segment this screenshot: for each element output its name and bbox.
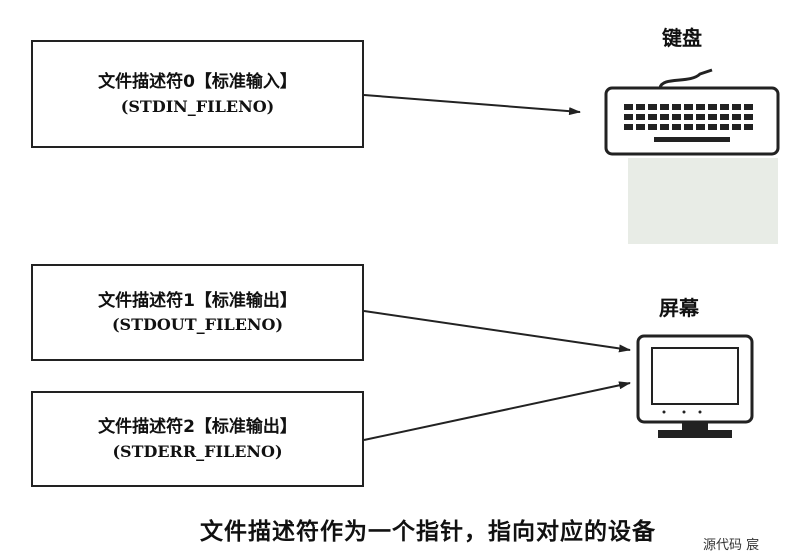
monitor-icon: [636, 334, 754, 438]
fd2-title: 文件描述符2【标准输出】: [98, 417, 297, 438]
fd1-stdout-box: 文件描述符1【标准输出】 (STDOUT_FILENO): [31, 264, 364, 361]
fd1-constant: (STDOUT_FILENO): [111, 315, 284, 335]
diagram-caption: 文件描述符作为一个指针，指向对应的设备: [200, 519, 656, 545]
fd2-constant: (STDERR_FILENO): [112, 441, 283, 461]
arrow-stderr-to-screen: [363, 381, 631, 441]
arrow-stdout-to-screen: [363, 310, 631, 353]
keyboard-icon: [604, 68, 780, 244]
fd0-title: 文件描述符0【标准输入】: [98, 72, 297, 93]
fd2-stderr-box: 文件描述符2【标准输出】 (STDERR_FILENO): [31, 391, 364, 487]
fd0-stdin-box: 文件描述符0【标准输入】 (STDIN_FILENO): [31, 40, 364, 148]
screen-label: 屏幕: [659, 296, 699, 320]
keyboard-label: 键盘: [662, 26, 702, 50]
watermark: 源代码 宸: [703, 538, 760, 553]
fd1-title: 文件描述符1【标准输出】: [98, 290, 297, 311]
arrow-stdin-to-keyboard: [363, 94, 581, 116]
fd0-constant: (STDIN_FILENO): [120, 96, 275, 116]
